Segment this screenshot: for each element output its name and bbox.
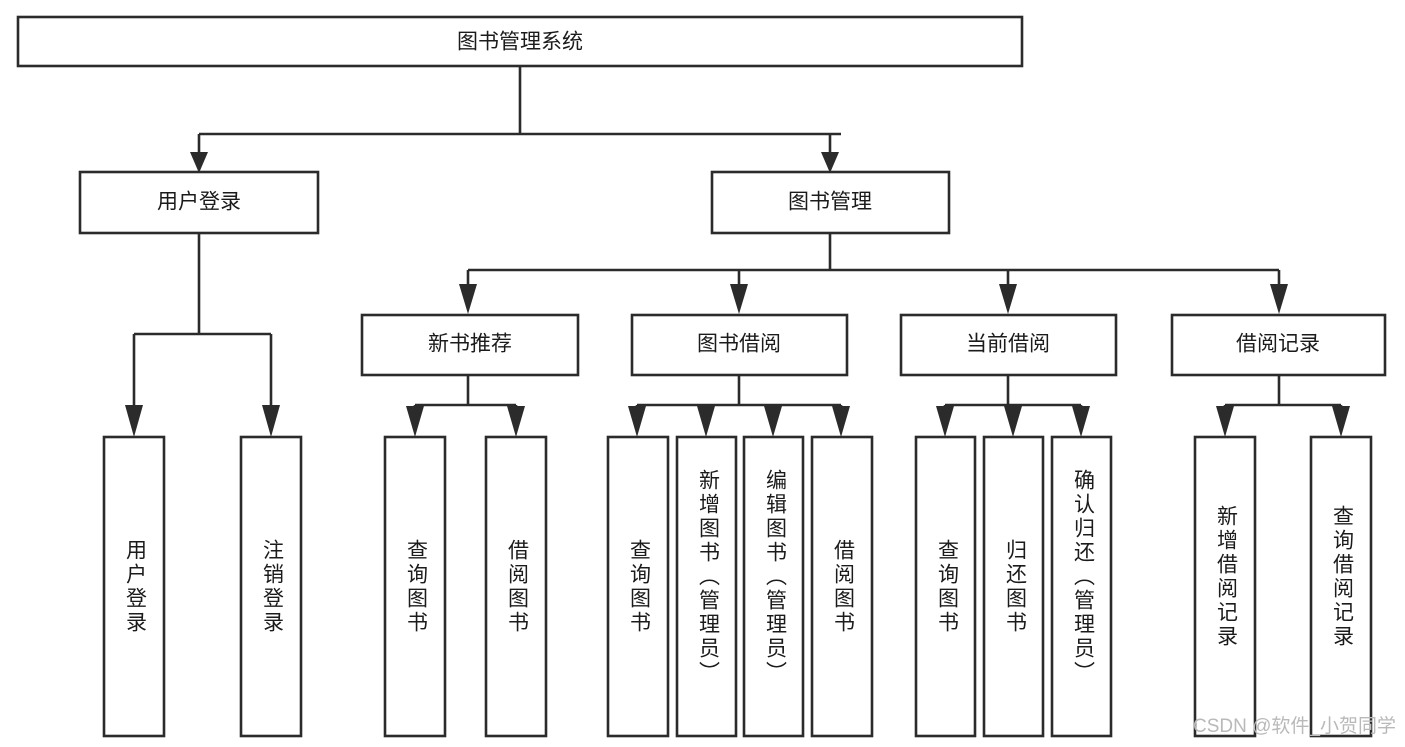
arrow-head-borrow-record bbox=[1270, 284, 1288, 314]
csdn-watermark: CSDN @软件_小贺同学 bbox=[1193, 715, 1396, 737]
leaf-add-book-admin-box[interactable] bbox=[675, 435, 738, 738]
arrow-head-book-manage bbox=[821, 152, 839, 173]
leaf-return-book-label: 归还图书 bbox=[1003, 539, 1027, 635]
node-book-borrow[interactable]: 图书借阅 bbox=[630, 313, 849, 377]
node-user-login[interactable]: 用户登录 bbox=[78, 170, 320, 235]
arrow-head-new-book-recommend bbox=[459, 284, 477, 314]
arrow-head-leaf-add-borrow-record bbox=[1216, 406, 1234, 437]
node-root[interactable]: 图书管理系统 bbox=[16, 15, 1024, 68]
leaf-query-book-3[interactable]: 查询图书 bbox=[914, 435, 977, 738]
node-book-borrow-box[interactable] bbox=[630, 313, 849, 377]
node-root-label: 图书管理系统 bbox=[457, 31, 583, 54]
leaf-user-login[interactable]: 用户登录 bbox=[102, 435, 166, 738]
leaf-add-book-admin-label: 新增图书（管理员） bbox=[696, 469, 720, 685]
node-user-login-box[interactable] bbox=[78, 170, 320, 235]
connector-layer bbox=[125, 66, 1350, 437]
node-book-manage-label: 图书管理 bbox=[788, 191, 872, 214]
arrow-head-leaf-logout-login bbox=[262, 405, 280, 437]
leaf-return-book-box[interactable] bbox=[982, 435, 1045, 738]
node-borrow-record-box[interactable] bbox=[1170, 313, 1387, 377]
leaf-borrow-book-2-box[interactable] bbox=[810, 435, 874, 738]
arrow-head-current-borrow bbox=[999, 284, 1017, 314]
arrow-head-leaf-borrow-book-1 bbox=[507, 406, 525, 437]
leaf-add-borrow-record-box[interactable] bbox=[1193, 435, 1257, 738]
leaf-query-borrow-record-box[interactable] bbox=[1309, 435, 1373, 738]
leaf-logout-login[interactable]: 注销登录 bbox=[239, 435, 303, 738]
arrow-head-leaf-confirm-return-admin bbox=[1072, 406, 1090, 437]
node-borrow-record[interactable]: 借阅记录 bbox=[1170, 313, 1387, 377]
leaf-confirm-return-admin[interactable]: 确认归还（管理员） bbox=[1050, 435, 1113, 738]
leaf-borrow-book-1-label: 借阅图书 bbox=[505, 539, 529, 635]
node-current-borrow-box[interactable] bbox=[899, 313, 1118, 377]
leaf-add-borrow-record-label: 新增借阅记录 bbox=[1214, 505, 1238, 649]
leaf-logout-login-label: 注销登录 bbox=[260, 539, 284, 635]
leaf-query-book-2-box[interactable] bbox=[606, 435, 670, 738]
arrow-head-leaf-query-book-2 bbox=[628, 406, 646, 437]
arrow-head-leaf-add-book-admin bbox=[697, 406, 715, 437]
leaf-return-book[interactable]: 归还图书 bbox=[982, 435, 1045, 738]
leaf-query-borrow-record-label: 查询借阅记录 bbox=[1330, 505, 1354, 649]
node-root-box[interactable] bbox=[16, 15, 1024, 68]
node-book-manage-box[interactable] bbox=[710, 170, 951, 235]
arrow-head-leaf-user-login bbox=[125, 405, 143, 437]
leaf-borrow-book-1[interactable]: 借阅图书 bbox=[484, 435, 548, 738]
leaf-borrow-book-1-box[interactable] bbox=[484, 435, 548, 738]
leaf-edit-book-admin-box[interactable] bbox=[742, 435, 805, 738]
node-book-borrow-label: 图书借阅 bbox=[697, 333, 781, 356]
arrow-head-leaf-query-book-1 bbox=[406, 406, 424, 437]
arrow-head-leaf-borrow-book-2 bbox=[832, 406, 850, 437]
arrow-head-leaf-edit-book-admin bbox=[764, 406, 782, 437]
leaf-query-book-1-label: 查询图书 bbox=[404, 539, 428, 635]
arrow-head-book-borrow bbox=[730, 284, 748, 314]
leaf-borrow-book-2-label: 借阅图书 bbox=[831, 539, 855, 635]
leaf-user-login-label: 用户登录 bbox=[123, 539, 147, 635]
leaf-query-book-3-label: 查询图书 bbox=[935, 539, 959, 635]
leaf-query-book-1-box[interactable] bbox=[383, 435, 447, 738]
leaf-edit-book-admin-label: 编辑图书（管理员） bbox=[763, 469, 787, 685]
leaf-query-book-3-box[interactable] bbox=[914, 435, 977, 738]
node-user-login-label: 用户登录 bbox=[157, 191, 241, 214]
leaf-edit-book-admin[interactable]: 编辑图书（管理员） bbox=[742, 435, 805, 738]
leaf-query-book-1[interactable]: 查询图书 bbox=[383, 435, 447, 738]
arrow-head-leaf-query-borrow-record bbox=[1332, 406, 1350, 437]
node-current-borrow[interactable]: 当前借阅 bbox=[899, 313, 1118, 377]
node-borrow-record-label: 借阅记录 bbox=[1236, 333, 1320, 356]
leaf-add-book-admin[interactable]: 新增图书（管理员） bbox=[675, 435, 738, 738]
leaf-query-borrow-record[interactable]: 查询借阅记录 bbox=[1309, 435, 1373, 738]
arrow-head-user-login bbox=[190, 152, 208, 173]
leaf-confirm-return-admin-box[interactable] bbox=[1050, 435, 1113, 738]
leaf-add-borrow-record[interactable]: 新增借阅记录 bbox=[1193, 435, 1257, 738]
arrow-head-leaf-query-book-3 bbox=[936, 406, 954, 437]
leaf-borrow-book-2[interactable]: 借阅图书 bbox=[810, 435, 874, 738]
node-new-book-recommend[interactable]: 新书推荐 bbox=[360, 313, 580, 377]
leaf-query-book-2-label: 查询图书 bbox=[627, 539, 651, 635]
node-new-book-recommend-box[interactable] bbox=[360, 313, 580, 377]
leaf-confirm-return-admin-label: 确认归还（管理员） bbox=[1071, 469, 1095, 685]
leaf-user-login-box[interactable] bbox=[102, 435, 166, 738]
node-current-borrow-label: 当前借阅 bbox=[966, 333, 1050, 356]
node-new-book-recommend-label: 新书推荐 bbox=[428, 333, 512, 356]
leaf-logout-login-box[interactable] bbox=[239, 435, 303, 738]
arrow-head-leaf-return-book bbox=[1004, 406, 1022, 437]
node-book-manage[interactable]: 图书管理 bbox=[710, 170, 951, 235]
leaf-query-book-2[interactable]: 查询图书 bbox=[606, 435, 670, 738]
